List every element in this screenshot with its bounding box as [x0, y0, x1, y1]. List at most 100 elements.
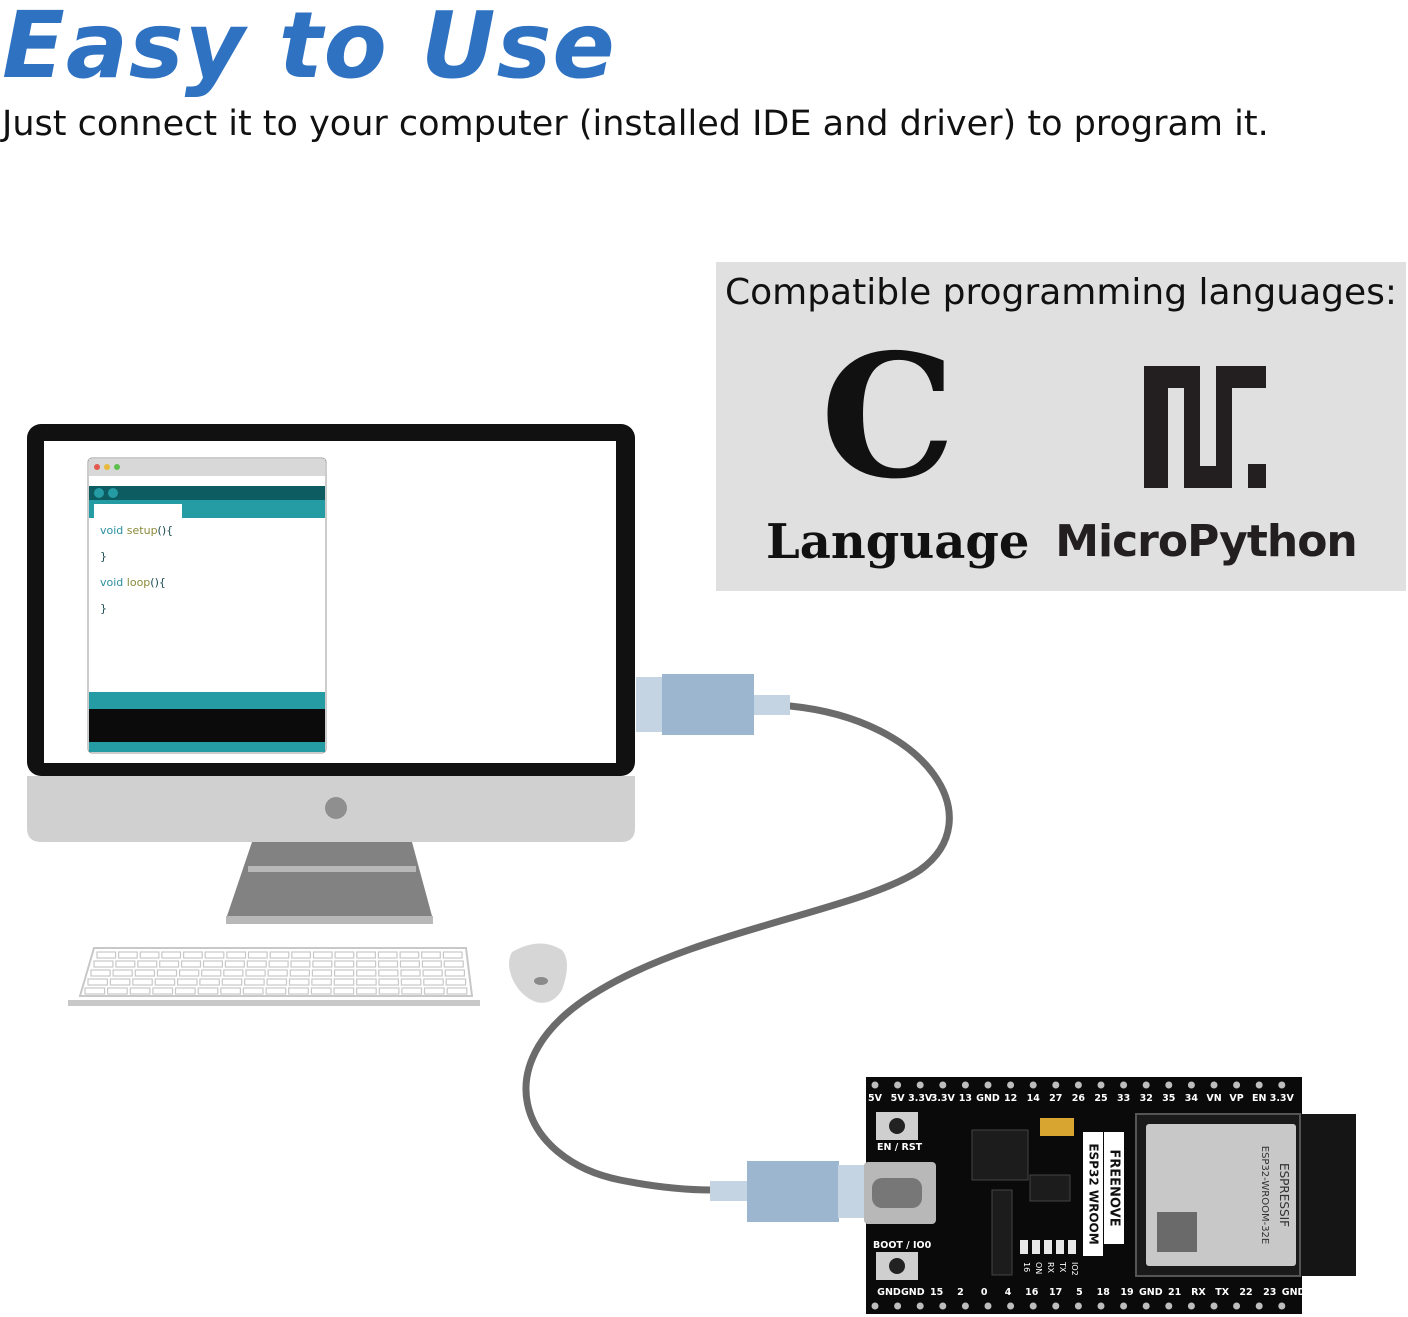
module-model: ESP32-WROOM-32E [1259, 1146, 1270, 1244]
pin-hole [961, 1302, 969, 1310]
pin-label: 12 [1004, 1093, 1017, 1104]
maximize-dot-icon [114, 464, 120, 470]
led [1068, 1240, 1076, 1254]
pin-hole [1120, 1302, 1128, 1310]
code-punct: (){ [150, 576, 166, 589]
code-punct: } [100, 602, 107, 615]
upload-icon [108, 488, 118, 498]
boot-label: BOOT / IO0 [873, 1240, 932, 1251]
led-label: RX [1046, 1262, 1055, 1274]
pin-label: 3.3V [908, 1093, 933, 1104]
pin-label: VN [1206, 1093, 1221, 1104]
pin-label: 16 [1025, 1287, 1039, 1298]
pin-label: RX [1191, 1287, 1206, 1298]
pin-label: 3.3V [931, 1093, 956, 1104]
pin-hole [1097, 1081, 1105, 1089]
pin-hole [961, 1081, 969, 1089]
pin-hole [1255, 1302, 1263, 1310]
pin-hole [1097, 1302, 1105, 1310]
pin-label: GND [877, 1287, 901, 1298]
code-line: void loop(){ [100, 573, 320, 599]
pin-hole [871, 1081, 879, 1089]
pin-label: 5V [868, 1093, 883, 1104]
led [1044, 1240, 1052, 1254]
pin-label: GND [1282, 1287, 1306, 1298]
qr-code [1157, 1212, 1197, 1252]
usb-c-connector [710, 1161, 868, 1222]
pin-hole [1029, 1081, 1037, 1089]
pin-hole [1210, 1302, 1218, 1310]
pin-hole [1165, 1081, 1173, 1089]
c-logo: C [820, 317, 956, 517]
led-label: TX [1058, 1261, 1067, 1273]
pin-label: 25 [1094, 1093, 1107, 1104]
pin-label: 2 [957, 1287, 964, 1298]
module-brand: ESPRESSIF [1277, 1163, 1291, 1227]
en-rst-label: EN / RST [877, 1142, 923, 1153]
board-brand: FREENOVE [1107, 1149, 1122, 1226]
code-line: void setup(){ [100, 521, 320, 547]
code-function: loop [126, 576, 151, 589]
pin-hole [984, 1302, 992, 1310]
led-label: IO2 [1070, 1262, 1079, 1276]
pin-label: 5 [1076, 1287, 1083, 1298]
pin-label: 26 [1072, 1093, 1086, 1104]
pin-label: 32 [1140, 1093, 1153, 1104]
pin-hole [871, 1302, 879, 1310]
close-dot-icon [94, 464, 100, 470]
led [1032, 1240, 1040, 1254]
code-punct: } [100, 550, 107, 563]
code-keyword: void [100, 576, 127, 589]
led-label: ON [1034, 1262, 1043, 1274]
minimize-dot-icon [104, 464, 110, 470]
pin-hole [1052, 1081, 1060, 1089]
usb-a-connector [636, 674, 790, 735]
code-punct: (){ [157, 524, 174, 537]
pin-label: 0 [981, 1287, 988, 1298]
code-keyword: void [100, 524, 127, 537]
sketch-tab [94, 504, 182, 518]
pin-hole [894, 1081, 902, 1089]
pin-label: 35 [1162, 1093, 1175, 1104]
pcb-antenna [1298, 1114, 1356, 1276]
led-label: 16 [1022, 1262, 1031, 1272]
pin-hole [1007, 1081, 1015, 1089]
keyboard [68, 947, 480, 1006]
pin-label: 18 [1097, 1287, 1111, 1298]
pin-hole [1074, 1302, 1082, 1310]
pin-hole [916, 1081, 924, 1089]
pin-label: 14 [1027, 1093, 1041, 1104]
headline: Easy to Use [2, 0, 616, 99]
pin-hole [1187, 1081, 1195, 1089]
code-function: setup [126, 524, 158, 537]
pin-hole [1142, 1302, 1150, 1310]
pin-label: TX [1215, 1287, 1229, 1298]
pin-label: GND [976, 1093, 1000, 1104]
pin-hole [916, 1302, 924, 1310]
pin-label: GND [1139, 1287, 1163, 1298]
usb-cable [522, 702, 953, 1194]
pin-hole [1142, 1081, 1150, 1089]
languages-title: Compatible programming languages: [724, 272, 1398, 313]
pin-hole [1074, 1081, 1082, 1089]
pin-label: 13 [959, 1093, 972, 1104]
pin-hole [939, 1302, 947, 1310]
pin-hole [1210, 1081, 1218, 1089]
pin-label: GND [901, 1287, 925, 1298]
pin-hole [1007, 1302, 1015, 1310]
pin-hole [1187, 1302, 1195, 1310]
pin-hole [1029, 1302, 1037, 1310]
pin-label: 15 [930, 1287, 943, 1298]
mouse [509, 943, 567, 1003]
pin-label: 34 [1185, 1093, 1199, 1104]
pin-label: 3.3V [1270, 1093, 1295, 1104]
c-language-label: Language [766, 514, 1030, 570]
pin-label: 5V [891, 1093, 906, 1104]
pin-hole [1120, 1081, 1128, 1089]
pin-label: VP [1229, 1093, 1243, 1104]
code-editor: void setup(){}void loop(){} [100, 521, 320, 625]
pin-label: 21 [1168, 1287, 1181, 1298]
led [1020, 1240, 1028, 1254]
code-line: } [100, 599, 320, 625]
